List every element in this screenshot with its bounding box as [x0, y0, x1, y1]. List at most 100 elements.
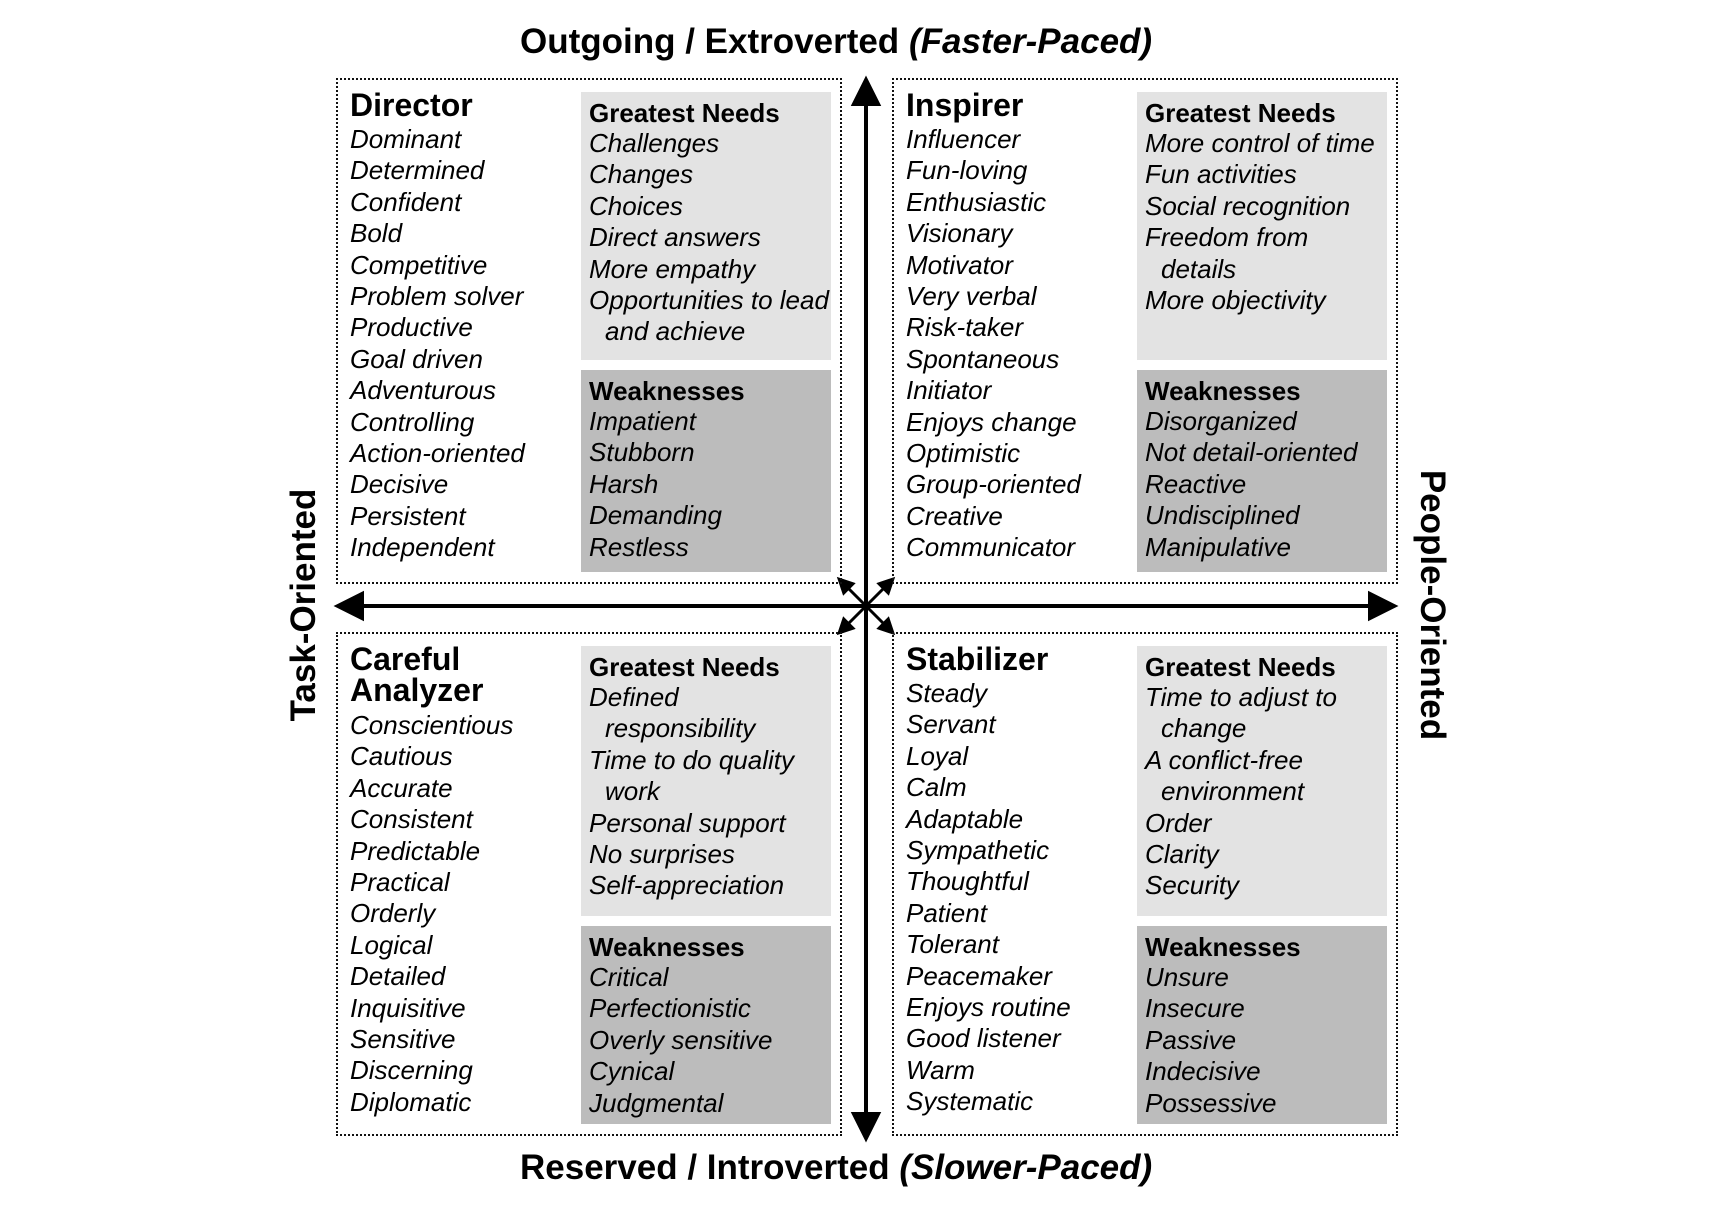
needs-heading: Greatest Needs	[589, 98, 780, 128]
inspirer-traits: Influencer Fun-loving Enthusiastic Visio…	[906, 124, 1081, 564]
trait: Patient	[906, 897, 987, 928]
trait: Productive	[350, 312, 473, 343]
trait: Systematic	[906, 1086, 1034, 1117]
trait: Logical	[350, 929, 433, 960]
needs-heading: Greatest Needs	[589, 652, 780, 682]
inspirer-quadrant: Inspirer Influencer Fun-loving Enthusias…	[892, 78, 1398, 584]
need-item: Freedom from details	[1145, 222, 1309, 284]
trait: Controlling	[350, 406, 475, 437]
trait: Conscientious	[350, 710, 514, 740]
trait: Initiator	[906, 375, 992, 406]
bottom-axis-title: Reserved / Introverted (Slower-Paced)	[520, 1148, 1152, 1188]
need-item: More objectivity	[1145, 285, 1326, 316]
analyzer-weaknesses-list: Critical Perfectionistic Overly sensitiv…	[589, 962, 831, 1119]
director-traits: Dominant Determined Confident Bold Compe…	[350, 124, 525, 564]
need-item: Opportunities to lead and achieve	[589, 285, 829, 347]
inspirer-weaknesses-list: Disorganized Not detail-oriented Reactiv…	[1145, 406, 1387, 563]
trait: Orderly	[350, 898, 436, 929]
need-item: Social recognition	[1145, 190, 1351, 221]
center-arrowhead-ne	[876, 576, 896, 596]
trait: Practical	[350, 867, 450, 898]
trait: Creative	[906, 500, 1003, 531]
trait: Adventurous	[350, 375, 496, 406]
trait: Decisive	[350, 469, 449, 500]
needs-heading: Greatest Needs	[1145, 652, 1336, 682]
analyzer-title: Careful Analyzer	[350, 641, 484, 708]
trait: Optimistic	[906, 438, 1021, 469]
weakness-item: Manipulative	[1145, 531, 1291, 562]
trait: Independent	[350, 532, 495, 563]
trait: Problem solver	[350, 281, 524, 312]
trait: Determined	[350, 155, 485, 186]
top-axis-paren: (Faster-Paced)	[908, 22, 1153, 61]
need-item: Direct answers	[589, 222, 761, 253]
weaknesses-heading: Weaknesses	[1145, 376, 1301, 406]
need-item: Personal support	[589, 807, 786, 838]
weakness-item: Overly sensitive	[589, 1024, 773, 1055]
analyzer-traits: Conscientious Cautious Accurate Consiste…	[350, 710, 513, 1118]
need-item: Security	[1145, 870, 1239, 901]
stabilizer-weaknesses-box: Weaknesses Unsure Insecure Passive Indec…	[1137, 926, 1387, 1124]
weakness-item: Demanding	[589, 500, 722, 531]
director-weaknesses-box: Weaknesses Impatient Stubborn Harsh Dema…	[581, 370, 831, 572]
need-item: More control of time	[1145, 128, 1375, 158]
trait: Spontaneous	[906, 343, 1060, 374]
weakness-item: Harsh	[589, 468, 659, 499]
stabilizer-weaknesses-list: Unsure Insecure Passive Indecisive Posse…	[1145, 962, 1387, 1119]
weakness-item: Disorganized	[1145, 406, 1297, 436]
inspirer-weaknesses-box: Weaknesses Disorganized Not detail-orien…	[1137, 370, 1387, 572]
need-item: Time to adjust to change	[1145, 682, 1337, 744]
stabilizer-traits: Steady Servant Loyal Calm Adaptable Symp…	[906, 678, 1071, 1118]
trait: Bold	[350, 218, 403, 249]
inspirer-title: Inspirer	[906, 87, 1024, 123]
analyzer-needs-list: Defined responsibility Time to do qualit…	[589, 682, 831, 902]
trait: Accurate	[350, 772, 453, 803]
inspirer-needs-list: More control of time Fun activities Soci…	[1145, 128, 1387, 316]
director-needs-box: Greatest Needs Challenges Changes Choice…	[581, 92, 831, 360]
trait: Servant	[906, 709, 996, 740]
need-item: Choices	[589, 190, 683, 221]
analyzer-weaknesses-box: Weaknesses Critical Perfectionistic Over…	[581, 926, 831, 1124]
weaknesses-heading: Weaknesses	[589, 376, 745, 406]
weakness-item: Critical	[589, 962, 669, 992]
trait: Steady	[906, 678, 987, 708]
trait: Motivator	[906, 249, 1013, 280]
weakness-item: Unsure	[1145, 962, 1229, 992]
trait: Discerning	[350, 1055, 473, 1086]
analyzer-title-line2: Analyzer	[350, 672, 484, 708]
trait: Fun-loving	[906, 155, 1028, 186]
trait: Visionary	[906, 218, 1013, 249]
center-arrowhead-nw	[836, 576, 856, 596]
stabilizer-quadrant: Stabilizer Steady Servant Loyal Calm Ada…	[892, 632, 1398, 1136]
trait: Tolerant	[906, 929, 999, 960]
trait: Action-oriented	[350, 438, 525, 469]
weakness-item: Insecure	[1145, 993, 1245, 1024]
trait: Predictable	[350, 835, 481, 866]
director-title: Director	[350, 87, 473, 123]
need-item: Clarity	[1145, 839, 1219, 870]
need-item: Fun activities	[1145, 159, 1297, 190]
top-axis-label: Outgoing / Extroverted	[520, 22, 900, 61]
trait: Inquisitive	[350, 992, 466, 1023]
need-item: No surprises	[589, 839, 735, 870]
need-item: Order	[1145, 807, 1212, 838]
trait: Persistent	[350, 500, 466, 531]
weakness-item: Stubborn	[589, 437, 695, 468]
trait: Cautious	[350, 741, 453, 772]
trait: Good listener	[906, 1023, 1061, 1054]
weaknesses-heading: Weaknesses	[1145, 932, 1301, 962]
trait: Influencer	[906, 124, 1021, 154]
bottom-axis-label: Reserved / Introverted	[520, 1148, 890, 1187]
director-weaknesses-list: Impatient Stubborn Harsh Demanding Restl…	[589, 406, 831, 563]
weakness-item: Passive	[1145, 1024, 1237, 1055]
trait: Loyal	[906, 740, 969, 771]
need-item: More empathy	[589, 253, 756, 284]
analyzer-title-line1: Careful	[350, 641, 461, 677]
analyzer-needs-box: Greatest Needs Defined responsibility Ti…	[581, 646, 831, 916]
weakness-item: Indecisive	[1145, 1056, 1261, 1087]
weakness-item: Perfectionistic	[589, 993, 751, 1024]
trait: Goal driven	[350, 343, 483, 374]
trait: Enjoys routine	[906, 992, 1071, 1023]
bottom-axis-paren: (Slower-Paced)	[899, 1148, 1153, 1187]
